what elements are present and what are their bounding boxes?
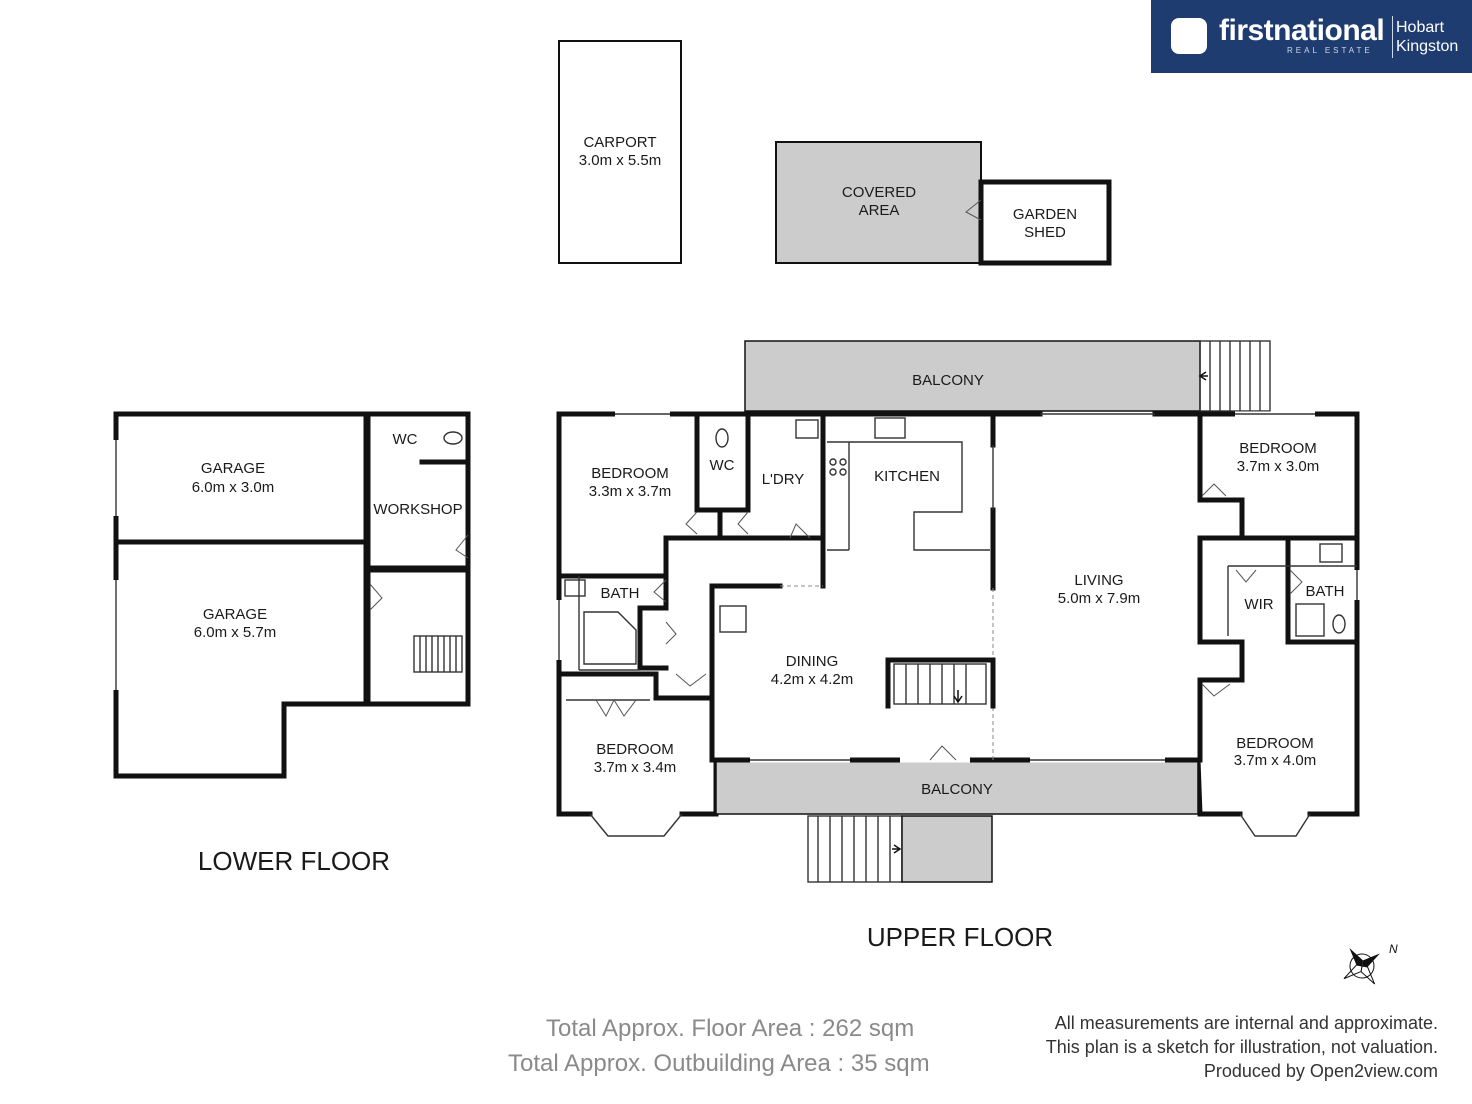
total-outbuilding-area: Total Approx. Outbuilding Area : 35 sqm <box>508 1050 930 1077</box>
disclaimer-line-3: Produced by Open2view.com <box>1203 1061 1438 1081</box>
covered-area-label-1: COVERED <box>842 184 916 201</box>
laundry-tub-icon <box>795 419 819 439</box>
lower-wc-label: WC <box>393 431 418 448</box>
bottom-stairs <box>807 815 903 883</box>
bath-left-label: BATH <box>601 585 640 602</box>
living-label: LIVING <box>1074 572 1123 589</box>
garden-shed-label-2: SHED <box>1024 224 1066 241</box>
bedroom-se-label: BEDROOM <box>1236 735 1314 752</box>
bedroom-se-door <box>1201 683 1231 697</box>
bedroom-sw-robe <box>595 698 637 718</box>
toilet-icon <box>443 431 463 445</box>
kitchen-sink-icon <box>874 417 906 439</box>
disclaimer-line-1: All measurements are internal and approx… <box>1054 1013 1438 1033</box>
top-balcony <box>744 340 1201 412</box>
bedroom-ne-door <box>1201 483 1227 497</box>
bay-window-right <box>1239 813 1311 837</box>
bedroom-ne-label: BEDROOM <box>1239 440 1317 457</box>
lower-stairs <box>413 635 463 673</box>
lower-floor: GARAGE 6.0m x 3.0m GARAGE 6.0m x 5.7m WC… <box>113 411 471 876</box>
total-floor-area: Total Approx. Floor Area : 262 sqm <box>546 1015 915 1042</box>
bedroom-nw-label: BEDROOM <box>591 465 669 482</box>
shower-icon <box>1295 603 1325 637</box>
stair-landing <box>901 815 993 883</box>
brand-emblem-icon <box>1171 18 1207 54</box>
garage-1-label: GARAGE <box>201 460 265 477</box>
wir-door <box>1235 569 1257 583</box>
bath-right-label: BATH <box>1306 583 1345 600</box>
bedroom-nw-door <box>685 511 698 535</box>
upper-floor-title: UPPER FLOOR <box>867 922 1053 952</box>
fireplace-icon <box>719 605 747 633</box>
corner-bath-icon <box>583 611 637 665</box>
wc-toilet-icon <box>715 428 729 448</box>
internal-stairs <box>885 657 996 709</box>
stair-room-door <box>369 583 383 611</box>
bedroom-ne-size: 3.7m x 3.0m <box>1237 458 1320 475</box>
shed-door <box>965 199 982 221</box>
lower-floor-title: LOWER FLOOR <box>198 846 390 876</box>
office-line-2: Kingston <box>1396 38 1459 55</box>
dining-size: 4.2m x 4.2m <box>771 671 854 688</box>
brand-logo: firstnational REAL ESTATE Hobart Kingsto… <box>1151 0 1472 73</box>
carport: CARPORT 3.0m x 5.5m <box>558 40 682 264</box>
upper-floor: BALCONY BALCONY <box>556 340 1360 952</box>
closet-door <box>665 621 677 645</box>
brand-tagline: REAL ESTATE <box>1287 46 1373 55</box>
compass-icon <box>1343 947 1381 985</box>
garage-2-outline <box>113 539 369 779</box>
carport-label: CARPORT <box>583 134 656 151</box>
bottom-balcony-label: BALCONY <box>921 781 993 798</box>
bath-left-door <box>653 579 667 603</box>
kitchen-bench <box>827 441 990 551</box>
wir-label: WIR <box>1244 596 1273 613</box>
covered-area: COVERED AREA <box>775 141 982 264</box>
top-balcony-label: BALCONY <box>912 372 984 389</box>
dining-label: DINING <box>786 653 839 670</box>
garden-shed-label-1: GARDEN <box>1013 206 1077 223</box>
balcony-door <box>929 745 957 761</box>
garden-shed: GARDEN SHED <box>965 179 1112 266</box>
workshop-label: WORKSHOP <box>373 501 462 518</box>
wc-door <box>737 511 749 535</box>
compass-north-label: N <box>1389 942 1398 956</box>
bath-right-door <box>1289 569 1303 595</box>
ensuite-basin-icon <box>1319 543 1343 563</box>
covered-area-label-2: AREA <box>859 202 900 219</box>
upper-wc-label: WC <box>710 457 735 474</box>
laundry-label: L'DRY <box>762 471 805 488</box>
basin-icon <box>564 579 586 597</box>
brand-divider <box>1392 16 1393 58</box>
office-line-1: Hobart <box>1396 19 1445 36</box>
bay-window-left <box>589 813 683 837</box>
disclaimer-line-2: This plan is a sketch for illustration, … <box>1045 1037 1438 1057</box>
carport-size: 3.0m x 5.5m <box>579 152 662 169</box>
brand-name: firstnational <box>1219 14 1385 47</box>
bottom-balcony <box>715 759 1199 815</box>
workshop-door <box>455 534 469 559</box>
garage-1-size: 6.0m x 3.0m <box>192 479 275 496</box>
laundry-door <box>789 523 811 539</box>
top-balcony-stairs <box>1198 340 1271 412</box>
bedroom-nw-size: 3.3m x 3.7m <box>589 483 672 500</box>
living-size: 5.0m x 7.9m <box>1058 590 1141 607</box>
ensuite-toilet-icon <box>1332 614 1346 634</box>
bedroom-sw-label: BEDROOM <box>596 741 674 758</box>
brand-office: Hobart Kingston <box>1396 18 1458 56</box>
bedroom-se-size: 3.7m x 4.0m <box>1234 752 1317 769</box>
bedroom-sw-size: 3.7m x 3.4m <box>594 759 677 776</box>
kitchen-label: KITCHEN <box>874 468 940 485</box>
stair-room-outline <box>365 567 471 707</box>
garage-2-size: 6.0m x 5.7m <box>194 624 277 641</box>
workshop-outline <box>365 411 471 571</box>
garage-2-label: GARAGE <box>203 606 267 623</box>
garage-1-outline <box>113 411 369 545</box>
bedroom-sw-door <box>675 673 707 687</box>
